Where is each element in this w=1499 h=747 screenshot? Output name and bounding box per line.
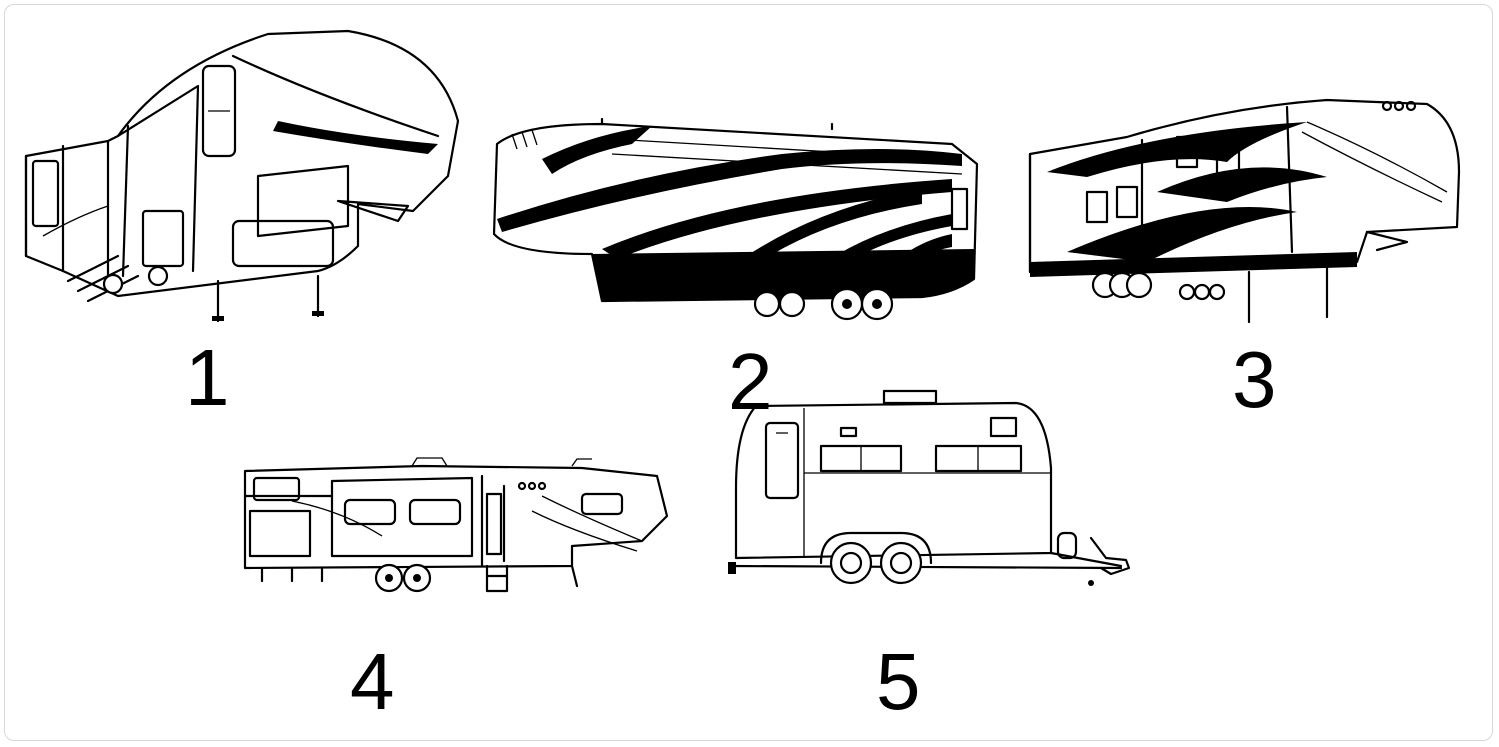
fifth-wheel-rv-striped-icon: [492, 117, 979, 321]
item-number-5: 5: [876, 637, 921, 726]
item-number-3: 3: [1232, 335, 1277, 424]
travel-trailer-icon: [728, 389, 1131, 586]
item-number-2: 2: [728, 337, 773, 426]
figure-frame: [4, 4, 1493, 741]
fifth-wheel-rv-icon: [24, 29, 460, 323]
fifth-wheel-rv-side-icon: [243, 457, 669, 593]
fifth-wheel-rv-swirl-icon: [1028, 98, 1461, 324]
item-number-1: 1: [185, 333, 230, 422]
item-number-4: 4: [350, 637, 395, 726]
